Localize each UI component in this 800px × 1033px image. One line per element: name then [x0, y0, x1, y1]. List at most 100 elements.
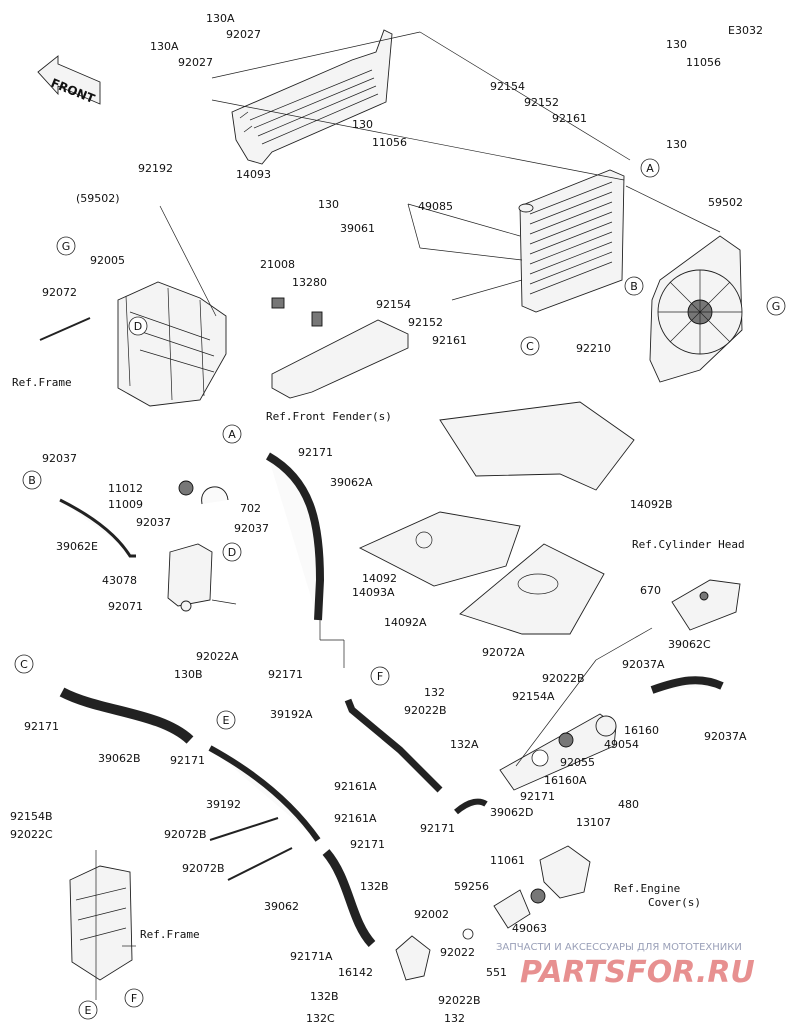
cylinder-head-fragment — [671, 579, 741, 631]
label: 16160 — [624, 724, 659, 737]
fan-59502 — [649, 235, 743, 383]
ref-front-fender: Ref.Front Fender(s) — [266, 410, 392, 423]
label: 92022C — [10, 828, 53, 841]
label: 92022B — [542, 672, 585, 685]
label: 92071 — [108, 600, 143, 613]
label: 92171 — [350, 838, 385, 851]
label: 92072A — [482, 646, 525, 659]
label: 14092 — [362, 572, 397, 585]
label: 92072 — [42, 286, 77, 299]
label: 39192A — [270, 708, 313, 721]
label: 130B — [174, 668, 203, 681]
label: 13107 — [576, 816, 611, 829]
label: 92022 — [440, 946, 475, 959]
label: 92152 — [408, 316, 443, 329]
label: 92022B — [438, 994, 481, 1007]
callout-c-hose: C — [14, 654, 34, 674]
label: 92161A — [334, 780, 377, 793]
callout-a-hose: A — [222, 424, 242, 444]
ref-frame-lower: Ref.Frame — [140, 928, 200, 941]
water-pump — [395, 845, 591, 981]
label: (59502) — [76, 192, 120, 205]
svg-text:F: F — [377, 670, 383, 683]
label: 11056 — [372, 136, 407, 149]
label: 130 — [352, 118, 373, 131]
label: 92002 — [414, 908, 449, 921]
label: 14093 — [236, 168, 271, 181]
label: 551 — [486, 966, 507, 979]
callout-f-hose: F — [370, 666, 390, 686]
label: 92154B — [10, 810, 53, 823]
reservoir-tank-43078 — [167, 480, 229, 612]
label: 11009 — [108, 498, 143, 511]
label: 92037 — [136, 516, 171, 529]
ref-frame-upper: Ref.Frame — [12, 376, 72, 389]
label: 14092B — [630, 498, 673, 511]
label: 92171 — [170, 754, 205, 767]
svg-text:G: G — [62, 240, 71, 253]
radiator-shroud-14093 — [231, 29, 393, 165]
watermark-brand: PARTSFOR.RU — [520, 955, 755, 990]
label: 92171 — [24, 720, 59, 733]
label: 92027 — [178, 56, 213, 69]
part-labels: 130A 92027 130A 92027 14093 130 11056 13… — [10, 12, 747, 1025]
ref-cylinder-head: Ref.Cylinder Head — [632, 538, 745, 551]
label: 130 — [318, 198, 339, 211]
svg-text:F: F — [131, 992, 137, 1005]
label: 92037 — [42, 452, 77, 465]
label: 132C — [306, 1012, 335, 1025]
label: 480 — [618, 798, 639, 811]
callout-b-radiator: B — [624, 276, 644, 296]
label: 39062B — [98, 752, 141, 765]
callout-e-hose: E — [216, 710, 236, 730]
heat-insulators — [358, 401, 635, 635]
watermark-tagline: ЗАПЧАСТИ И АКСЕССУАРЫ ДЛЯ МОТОТЕХНИКИ — [496, 942, 742, 953]
callout-d-frame: D — [128, 316, 148, 336]
label: 39062E — [56, 540, 98, 553]
label: 92154A — [512, 690, 555, 703]
callout-b-hose: B — [22, 470, 42, 490]
label: 92072B — [164, 828, 207, 841]
callout-f-frame: F — [124, 988, 144, 1008]
ref-engine: Ref.Engine — [614, 882, 680, 895]
frame-lower — [69, 865, 133, 981]
label: 92210 — [576, 342, 611, 355]
label: 11061 — [490, 854, 525, 867]
svg-text:E: E — [223, 714, 230, 727]
label: 92022B — [404, 704, 447, 717]
label: 92037A — [704, 730, 747, 743]
label: 130A — [150, 40, 179, 53]
callout-d-tank: D — [222, 542, 242, 562]
svg-text:B: B — [28, 474, 36, 487]
label: 130 — [666, 138, 687, 151]
label: 670 — [640, 584, 661, 597]
label: 132 — [424, 686, 445, 699]
label: 92171A — [290, 950, 333, 963]
label: 92037 — [234, 522, 269, 535]
radiator-39061 — [518, 169, 625, 313]
label: 49063 — [512, 922, 547, 935]
frame-upper — [117, 281, 227, 407]
label: 132 — [444, 1012, 465, 1025]
label: 59502 — [708, 196, 743, 209]
label: 92022A — [196, 650, 239, 663]
label: 132B — [360, 880, 389, 893]
label: 92161 — [432, 334, 467, 347]
label: 92171 — [520, 790, 555, 803]
label: 39062A — [330, 476, 373, 489]
svg-text:C: C — [20, 658, 28, 671]
thermostat-housing — [499, 713, 617, 791]
ref-engine-covers: Cover(s) — [648, 896, 701, 909]
label: 92171 — [420, 822, 455, 835]
front-arrow-icon — [37, 55, 101, 105]
callout-g-wire: G — [56, 236, 76, 256]
svg-text:E: E — [85, 1004, 92, 1017]
label: 92171 — [268, 668, 303, 681]
callout-e-frame: E — [78, 1000, 98, 1020]
label: 92072B — [182, 862, 225, 875]
callout-g-fan: G — [766, 296, 786, 316]
svg-text:D: D — [228, 546, 236, 559]
label: 92055 — [560, 756, 595, 769]
